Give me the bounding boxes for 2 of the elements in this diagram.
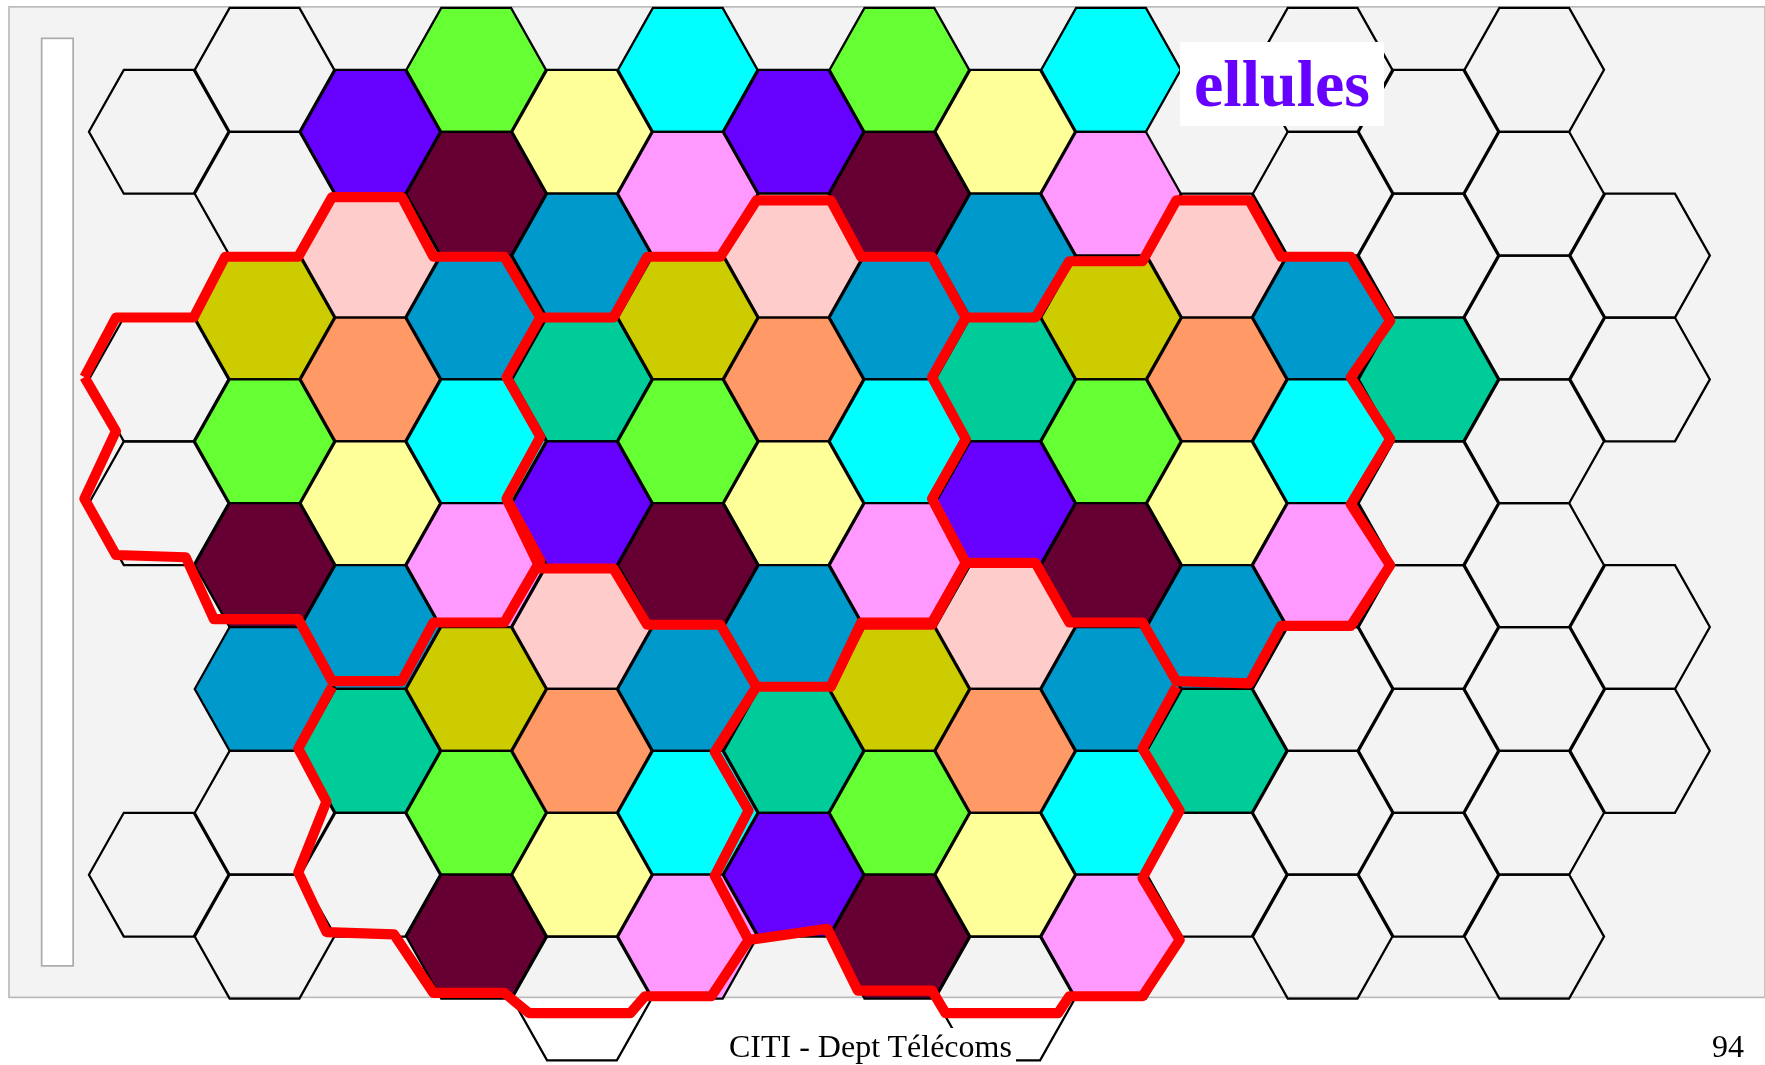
page-number: 94 — [1712, 1028, 1744, 1065]
slide-title: ellules — [1180, 42, 1384, 126]
